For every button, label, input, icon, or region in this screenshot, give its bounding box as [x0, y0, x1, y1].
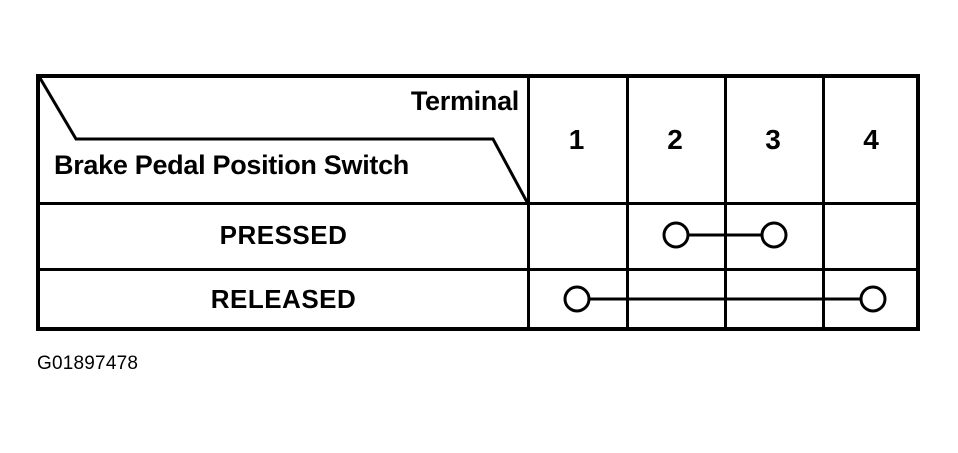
column-divider-1-2: [626, 78, 629, 327]
contact-circle-pressed-terminal-2: [662, 221, 690, 249]
table-corner-header-cell: Terminal Brake Pedal Position Switch: [40, 78, 527, 202]
continuity-table: Terminal Brake Pedal Position Switch 1 2…: [36, 74, 920, 331]
terminal-header-3: 3: [765, 124, 781, 155]
contact-circle-released-terminal-1: [563, 285, 591, 313]
row-divider-pressed-released: [40, 268, 916, 271]
contact-circle-pressed-terminal-3: [760, 221, 788, 249]
column-divider-label-1: [527, 78, 530, 327]
row-divider-header-pressed: [40, 202, 916, 205]
terminal-header-1: 1: [568, 124, 585, 155]
corner-diagonal-divider-icon: [40, 78, 527, 202]
switch-name-label: Brake Pedal Position Switch: [54, 150, 410, 180]
row-label-pressed: PRESSED: [219, 219, 348, 250]
contact-circle-released-terminal-4: [859, 285, 887, 313]
terminal-group-label: Terminal: [410, 86, 519, 116]
terminal-header-4: 4: [863, 124, 879, 155]
column-divider-3-4: [822, 78, 825, 327]
row-label-released: RELEASED: [210, 284, 357, 314]
column-divider-2-3: [724, 78, 727, 327]
figure-caption: G01897478: [37, 353, 139, 374]
terminal-header-2: 2: [667, 124, 683, 155]
